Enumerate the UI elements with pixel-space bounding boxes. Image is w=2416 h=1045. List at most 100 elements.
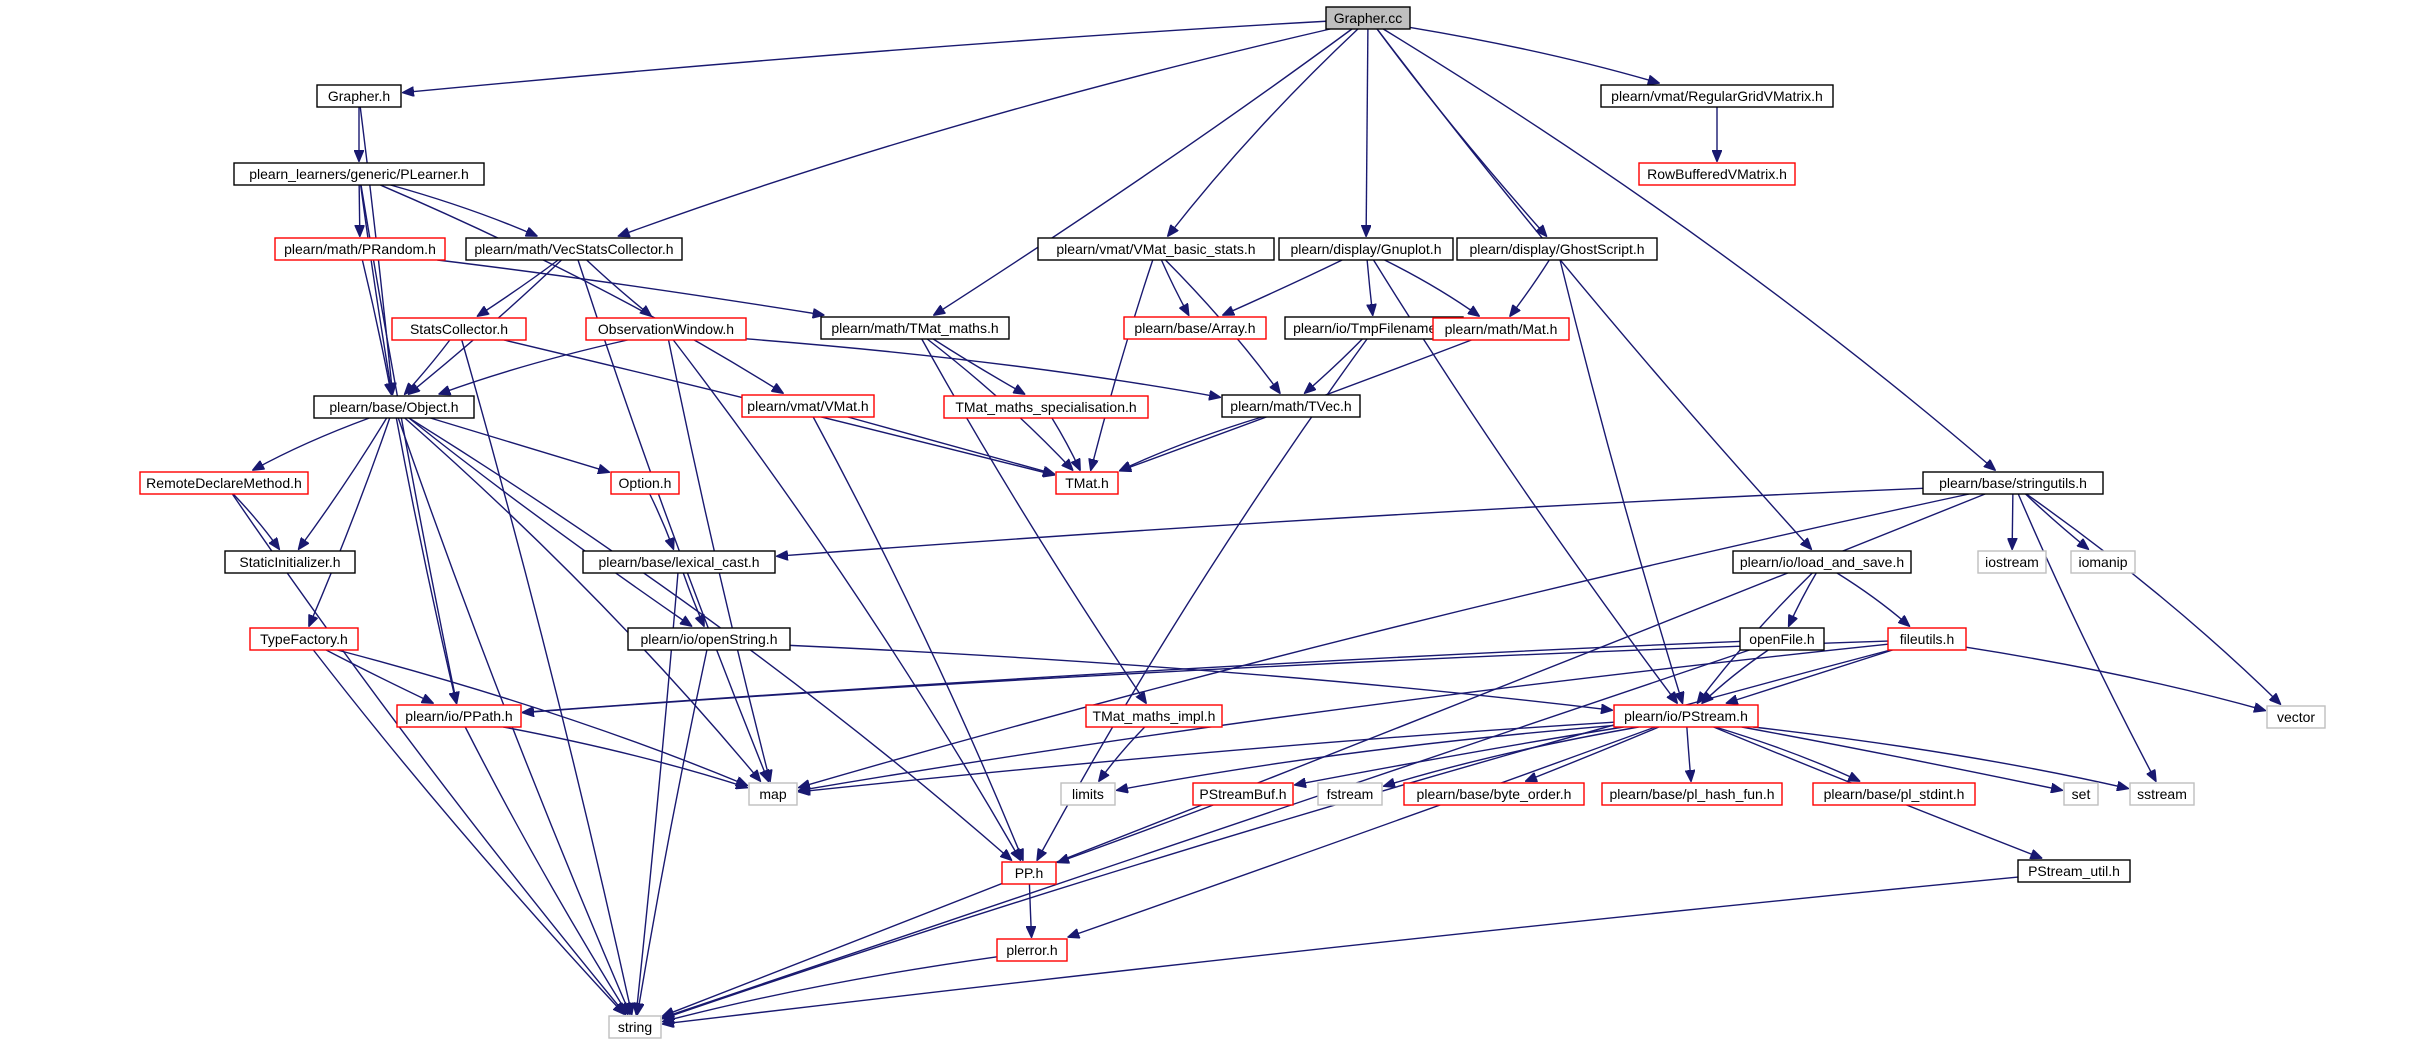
node-label: plearn/base/lexical_cast.h — [598, 554, 759, 570]
node-pp_h[interactable]: PP.h — [1001, 861, 1057, 885]
node-rowbuffered[interactable]: RowBufferedVMatrix.h — [1638, 162, 1796, 186]
edge-pstream-to-set — [1741, 726, 2062, 790]
node-label: plearn/io/TmpFilenames.h — [1293, 320, 1455, 336]
node-box — [996, 938, 1068, 962]
edge-vecstats-to-statscollector — [478, 259, 559, 316]
node-gnuplot[interactable]: plearn/display/Gnuplot.h — [1278, 237, 1454, 261]
edge-statscollector-to-object — [405, 339, 451, 394]
node-box — [1922, 471, 2104, 495]
edge-stringutils-to-iostream — [2012, 493, 2013, 549]
node-label: iostream — [1985, 554, 2039, 570]
node-label: plearn/base/Array.h — [1134, 320, 1255, 336]
edge-ghostscript-to-mat_h — [1510, 259, 1550, 316]
node-box — [610, 471, 680, 495]
node-tmat_spec[interactable]: TMat_maths_specialisation.h — [943, 395, 1149, 419]
node-pstreambuf[interactable]: PStreamBuf.h — [1192, 782, 1294, 806]
node-label: plearn/math/TVec.h — [1230, 398, 1351, 414]
node-grapher_cc: Grapher.cc — [1325, 6, 1411, 30]
node-plearner[interactable]: plearn_learners/generic/PLearner.h — [233, 162, 485, 186]
edge-ppath-to-string — [464, 726, 627, 1014]
node-hashfun[interactable]: plearn/base/pl_hash_fun.h — [1601, 782, 1783, 806]
node-vmat_basic[interactable]: plearn/vmat/VMat_basic_stats.h — [1037, 237, 1275, 261]
node-tmat_impl[interactable]: TMat_maths_impl.h — [1085, 704, 1223, 728]
node-regulargrid[interactable]: plearn/vmat/RegularGridVMatrix.h — [1600, 84, 1834, 108]
edge-pstreamutil-to-string — [663, 876, 2019, 1024]
node-plerror[interactable]: plerror.h — [996, 938, 1068, 962]
node-box — [396, 704, 522, 728]
node-box — [465, 237, 683, 261]
node-box — [1192, 782, 1294, 806]
node-remotedeclare[interactable]: RemoteDeclareMethod.h — [139, 471, 309, 495]
node-label: plearn/math/VecStatsCollector.h — [474, 241, 673, 257]
node-label: plearn/base/Object.h — [329, 399, 458, 415]
node-pstreamutil[interactable]: PStream_util.h — [2017, 859, 2131, 883]
node-box — [1060, 782, 1116, 806]
node-prandom[interactable]: plearn/math/PRandom.h — [274, 237, 446, 261]
node-tmat_h[interactable]: TMat.h — [1055, 471, 1119, 495]
node-obswindow[interactable]: ObservationWindow.h — [585, 317, 747, 341]
node-openstring[interactable]: plearn/io/openString.h — [627, 627, 791, 651]
edge-stringutils-to-lexicalcast — [777, 487, 1924, 556]
node-loadsave[interactable]: plearn/io/load_and_save.h — [1732, 550, 1912, 574]
node-grapher_h[interactable]: Grapher.h — [316, 84, 402, 108]
node-box — [313, 395, 475, 419]
edge-lexicalcast-to-openstring — [682, 572, 704, 626]
node-tmpfilenames[interactable]: plearn/io/TmpFilenames.h — [1284, 316, 1464, 340]
node-vmat_h[interactable]: plearn/vmat/VMat.h — [741, 394, 875, 418]
edge-object-to-ppath — [395, 417, 456, 703]
edge-statscollector-to-string — [461, 339, 632, 1014]
node-box — [1403, 782, 1585, 806]
edge-typefactory-to-ppath — [325, 649, 433, 703]
node-stringutils[interactable]: plearn/base/stringutils.h — [1922, 471, 2104, 495]
edge-pstreambuf-to-pp_h — [1058, 804, 1214, 862]
node-box — [391, 317, 527, 341]
node-box — [1221, 394, 1361, 418]
node-box — [316, 84, 402, 108]
node-box — [741, 394, 875, 418]
edge-grapher_cc-to-gnuplot — [1366, 28, 1368, 236]
edge-vmat_h-to-tmat_h — [847, 416, 1054, 474]
edge-vmat_h-to-pp_h — [812, 416, 1023, 860]
edge-grapher_cc-to-loadsave — [1376, 28, 1811, 549]
edge-stringutils-to-sstream — [2017, 493, 2156, 781]
node-object[interactable]: plearn/base/Object.h — [313, 395, 475, 419]
edge-gnuplot-to-tmpfilenames — [1366, 259, 1373, 315]
node-fileutils[interactable]: fileutils.h — [1887, 627, 1967, 651]
node-box — [820, 316, 1010, 340]
node-pstream[interactable]: plearn/io/PStream.h — [1613, 704, 1759, 728]
node-typefactory[interactable]: TypeFactory.h — [249, 627, 359, 651]
node-tvec[interactable]: plearn/math/TVec.h — [1221, 394, 1361, 418]
edge-object-to-staticinit — [299, 417, 388, 549]
node-tmat_maths[interactable]: plearn/math/TMat_maths.h — [820, 316, 1010, 340]
node-label: plearn/vmat/VMat_basic_stats.h — [1056, 241, 1255, 257]
node-array[interactable]: plearn/base/Array.h — [1123, 316, 1267, 340]
node-openfile[interactable]: openFile.h — [1739, 627, 1825, 651]
edge-pstream-to-plerror — [1068, 726, 1656, 937]
node-ppath[interactable]: plearn/io/PPath.h — [396, 704, 522, 728]
node-label: plearn/io/PStream.h — [1624, 708, 1748, 724]
node-label: fstream — [1327, 786, 1374, 802]
node-mat_h[interactable]: plearn/math/Mat.h — [1432, 317, 1570, 341]
edge-grapher_cc-to-ghostscript — [1376, 28, 1546, 236]
node-byteorder[interactable]: plearn/base/byte_order.h — [1403, 782, 1585, 806]
node-limits: limits — [1060, 782, 1116, 806]
edge-stringutils-to-vector — [2025, 493, 2280, 704]
node-label: TMat_maths_specialisation.h — [955, 399, 1136, 415]
node-lexicalcast[interactable]: plearn/base/lexical_cast.h — [582, 550, 776, 574]
node-box — [1977, 550, 2047, 574]
node-box — [1278, 237, 1454, 261]
edge-tmpfilenames-to-tvec — [1305, 338, 1363, 393]
edge-openfile-to-ppath — [523, 640, 1741, 712]
node-box — [1638, 162, 1796, 186]
node-option[interactable]: Option.h — [610, 471, 680, 495]
node-vecstats[interactable]: plearn/math/VecStatsCollector.h — [465, 237, 683, 261]
edge-stringutils-to-map — [799, 493, 1970, 787]
node-box — [748, 782, 798, 806]
node-stdint[interactable]: plearn/base/pl_stdint.h — [1812, 782, 1976, 806]
edge-fileutils-to-pstream — [1727, 649, 1893, 703]
node-ghostscript[interactable]: plearn/display/GhostScript.h — [1456, 237, 1658, 261]
node-staticinit[interactable]: StaticInitializer.h — [224, 550, 356, 574]
node-statscollector[interactable]: StatsCollector.h — [391, 317, 527, 341]
edge-grapher_cc-to-regulargrid — [1409, 26, 1659, 83]
node-iomanip: iomanip — [2070, 550, 2136, 574]
